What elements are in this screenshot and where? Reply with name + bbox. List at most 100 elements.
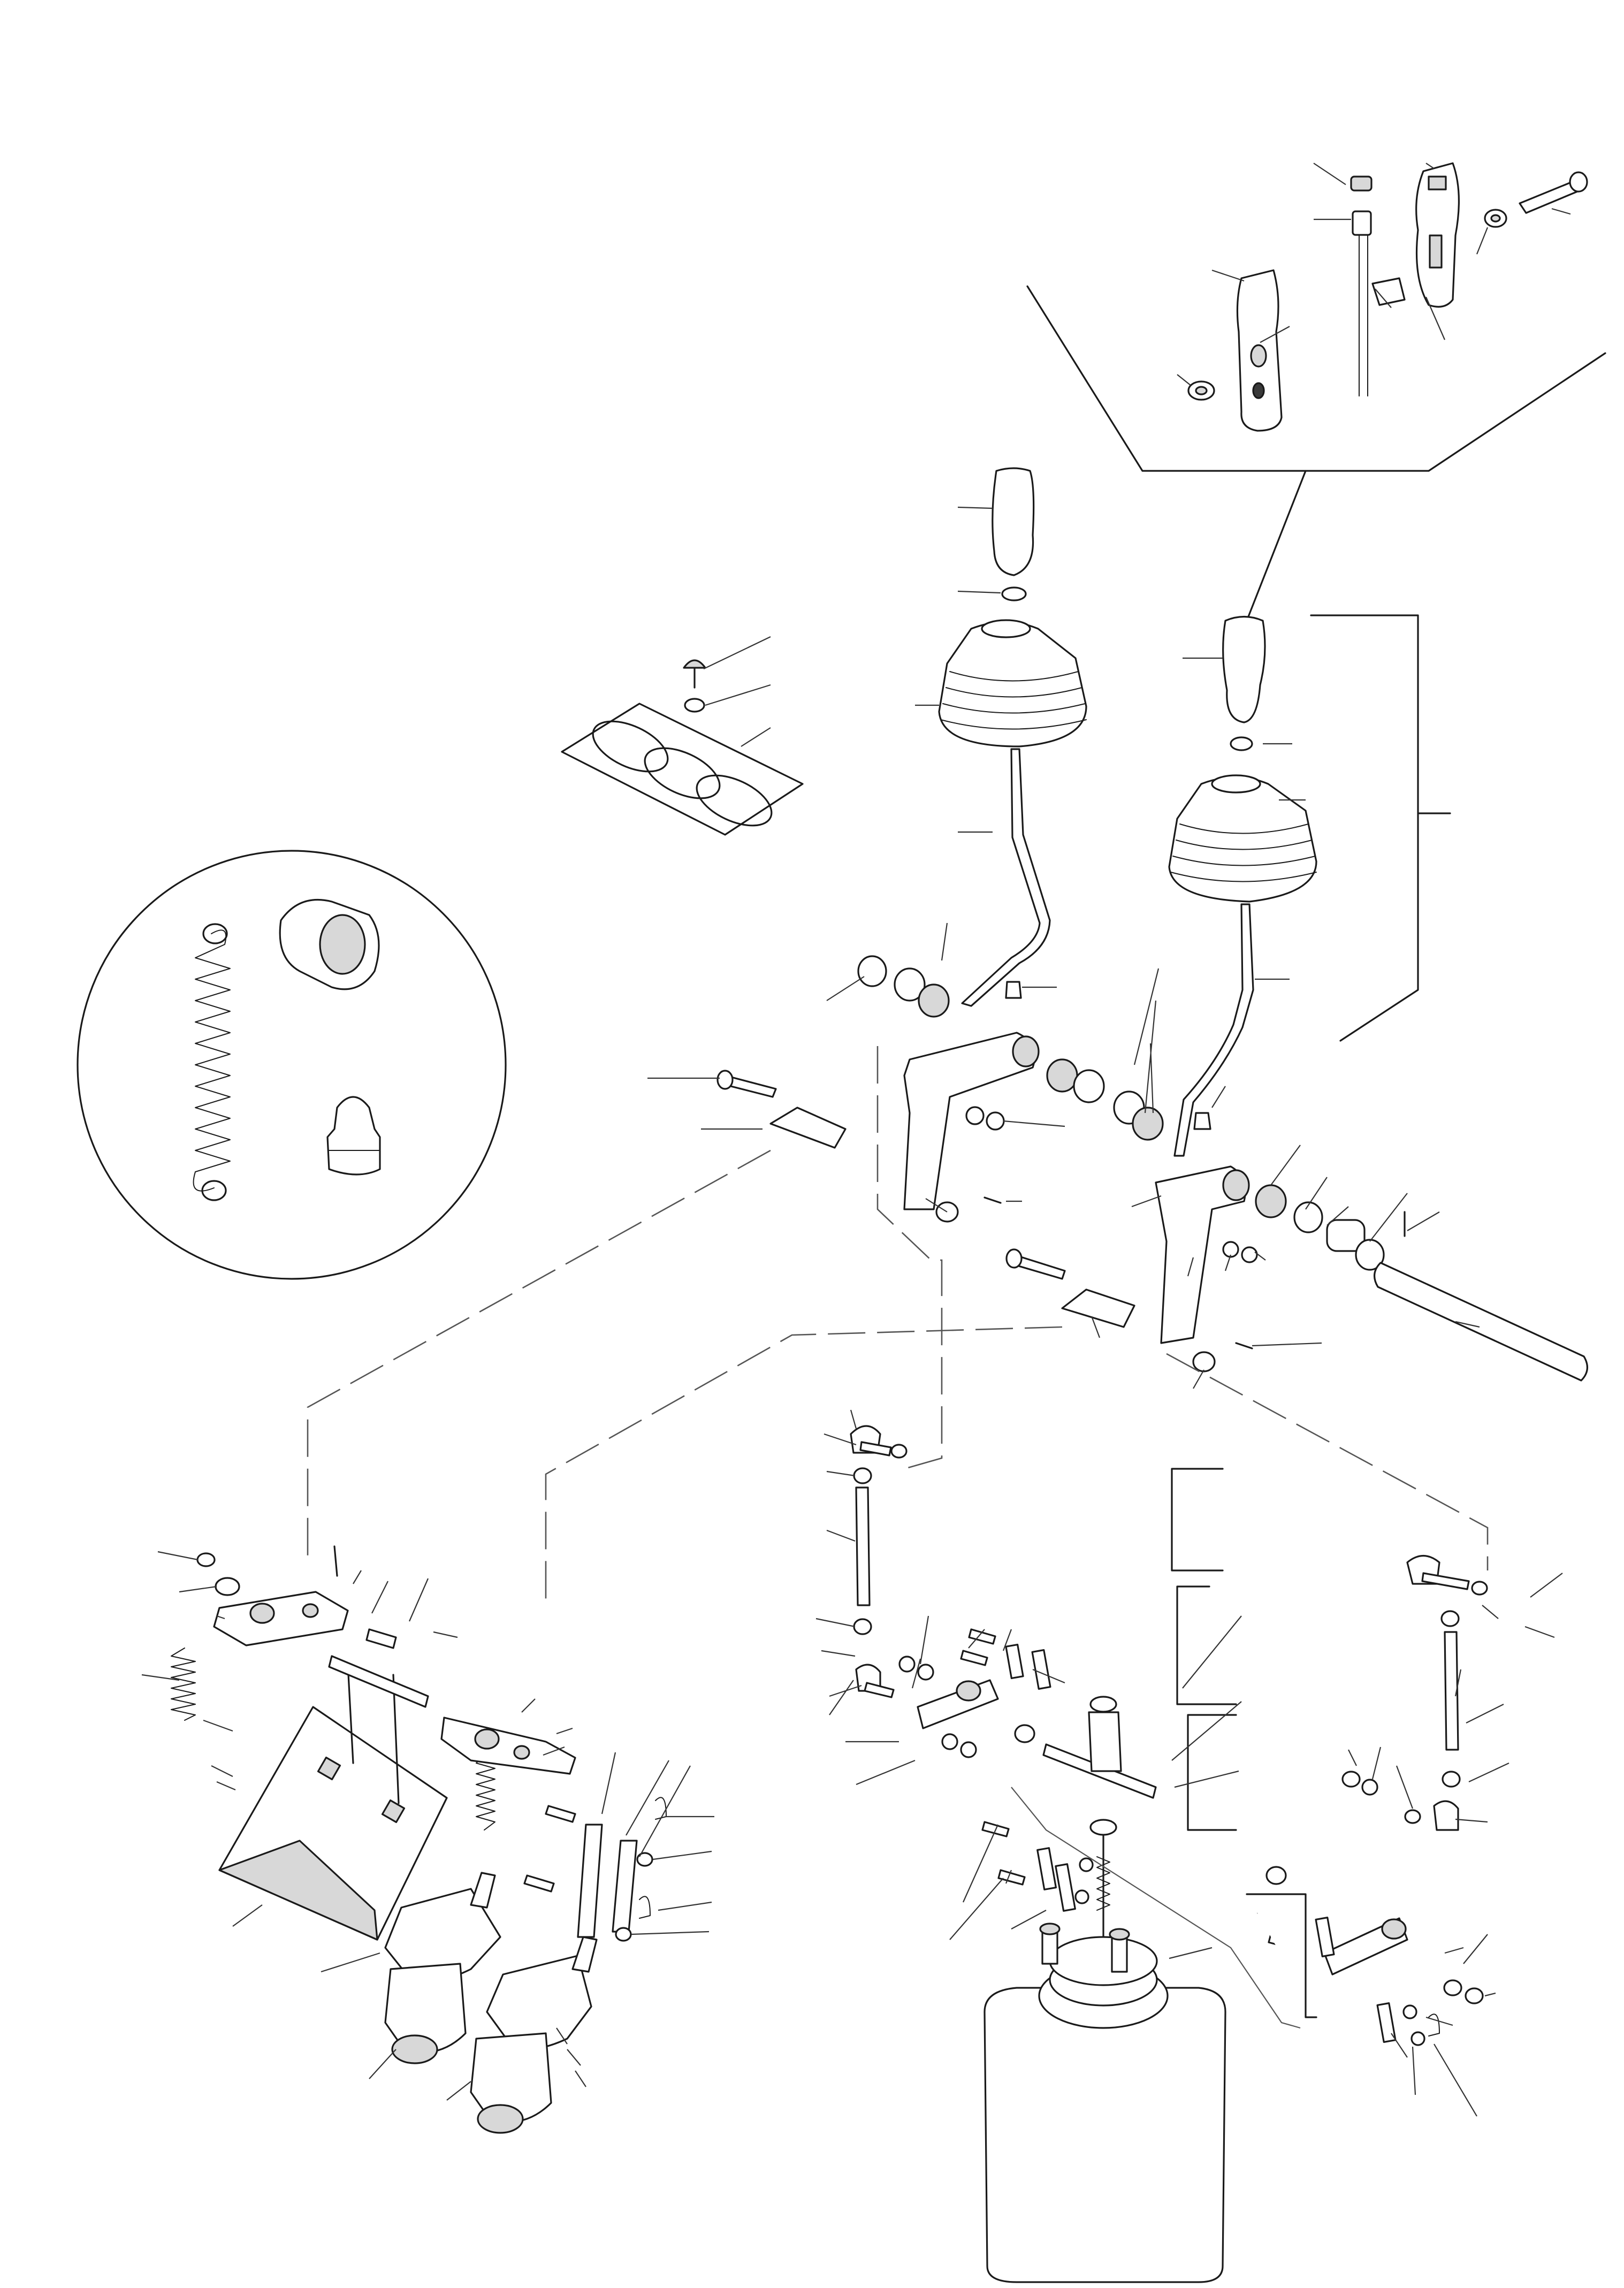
switch-body [1352, 210, 1372, 236]
left-lever-knob [992, 467, 1035, 576]
tank-valve-stem-1 [1041, 1931, 1058, 1965]
dashed-line-right-arm [1166, 1353, 1489, 1570]
main-cross-shaft [1374, 1262, 1588, 1382]
tank-valve-nut-1 [1039, 1923, 1061, 1935]
right-small-bushing [1265, 1866, 1287, 1885]
right-boot-ridges [1170, 823, 1317, 882]
pedal-upper-arm [213, 1591, 349, 1646]
left-rod-nut-bottom [853, 1618, 872, 1635]
leader [141, 163, 1571, 2117]
handle-grip-hole [1252, 382, 1265, 399]
left-bushing-3 [918, 983, 950, 1018]
handle-nut-hole [1195, 386, 1208, 395]
linkage-clevis-1 [1005, 1643, 1024, 1680]
left-bushing-2 [894, 967, 926, 1002]
right-end-nut [1465, 1987, 1484, 2004]
tank-body [983, 1987, 1226, 2283]
gasket-opening-2 [644, 747, 721, 799]
grease-fitting [326, 1096, 381, 1176]
pedal-link-1 [577, 1824, 603, 1938]
upper-left-control-lever [716, 467, 1164, 1223]
pedal-valve-stem-1 [470, 1872, 496, 1909]
right-bushing-1 [1255, 1184, 1287, 1218]
right-rod-end-bolt [1421, 1572, 1470, 1590]
pedal-valve-cap-1 [391, 2034, 438, 2064]
pedal-upper-arm-hole-2 [302, 1603, 319, 1618]
pedal-slot-1 [317, 1756, 341, 1781]
handle-assembly-detail [1026, 162, 1606, 622]
right-pivot-bore [1222, 1169, 1250, 1201]
left-boot-ridges [940, 671, 1087, 730]
leader-lines [141, 163, 1571, 2117]
right-bracket-boss [1381, 1918, 1407, 1940]
switch-cap [1350, 176, 1373, 192]
left-rubber-boot [938, 621, 1087, 748]
handle-detail-bracket-line [1026, 285, 1606, 472]
linkage-washer-d [960, 1741, 977, 1758]
left-grease-nipple [1005, 981, 1022, 999]
right-linkage-washer-a [1341, 1771, 1361, 1788]
gasket-screw-head [683, 659, 706, 669]
linkage-bracket-line-1 [1171, 1468, 1224, 1572]
right-linkage-washer-c [1404, 1809, 1421, 1824]
pedal-washer-2 [215, 1577, 240, 1596]
panel-gasket [561, 659, 804, 836]
left-rod-end-lower-bolt [864, 1682, 895, 1698]
upper-right-control-lever [1005, 614, 1588, 1382]
cable-clip [1371, 277, 1406, 306]
pedal-link-washer-1 [636, 1852, 653, 1867]
left-boot-top [981, 619, 1031, 638]
right-rod-nut-top [1440, 1610, 1460, 1627]
right-cam-plate [1061, 1288, 1135, 1328]
pedal-cotter-pin [333, 1545, 338, 1577]
pedal-link-bolt-1 [545, 1805, 576, 1823]
pedal-assembly [171, 1545, 667, 2134]
pedal-hairpin-1 [655, 1797, 667, 1820]
right-bushing-3 [1355, 1239, 1385, 1271]
lower-clevis-washer-2 [1074, 1889, 1089, 1904]
right-rubber-boot [1168, 776, 1317, 903]
linkage-clevis-2 [1031, 1649, 1051, 1690]
left-bushing-4 [1046, 1058, 1078, 1093]
pedal-hex-bolt [365, 1628, 397, 1649]
right-pin [1235, 1342, 1253, 1349]
housing-slot [1429, 234, 1443, 269]
linkage-washer-c [941, 1733, 958, 1750]
right-bolt-head [1005, 1248, 1023, 1269]
left-rod-end-bolt [859, 1441, 892, 1456]
linkage-bolt-1 [968, 1628, 996, 1645]
left-pin [983, 1196, 1002, 1204]
tank [983, 1923, 1226, 2283]
pedal-side-rib [218, 1840, 378, 1941]
pedal-return-spring-right [476, 1755, 495, 1831]
pedal-valve-cap-2 [477, 2104, 524, 2134]
tension-spring [193, 929, 231, 1192]
pedal-cross-shaft [328, 1655, 429, 1708]
linkage-washer-b [917, 1664, 934, 1681]
dashed-line-cam-to-pedal-lower [545, 1326, 1063, 1600]
pedal-link-2 [612, 1840, 638, 1933]
gasket-opening-3 [696, 774, 773, 827]
right-rod-end-lower [1433, 1800, 1459, 1831]
pedal-post-2 [392, 1674, 400, 1804]
gasket-opening-1 [592, 720, 669, 773]
right-lever-knob [1222, 615, 1266, 723]
linkage-bolt-2 [960, 1650, 988, 1666]
right-bushing-2 [1293, 1201, 1323, 1233]
right-linkage-washer-b [1361, 1779, 1378, 1796]
right-sleeve [1326, 1219, 1366, 1252]
needle-bearing-bore [319, 914, 366, 975]
pedal-link-washer-2 [615, 1927, 632, 1942]
linkage-link-line [1011, 1787, 1301, 2029]
dashed-connection-lines [307, 1046, 1489, 2029]
right-adjusting-rod [1444, 1631, 1459, 1751]
spring-top-hook [202, 923, 228, 944]
left-cam-plate [769, 1107, 847, 1149]
pedal-lower-arm [440, 1717, 576, 1775]
left-lever-shaft [961, 748, 1051, 1007]
center-swivel-bottom [1089, 1819, 1117, 1836]
pedal-valve-stem-2 [571, 1936, 598, 1973]
lower-clevis-bolt-2 [997, 1869, 1026, 1886]
pedal-return-spring-left [171, 1648, 196, 1721]
